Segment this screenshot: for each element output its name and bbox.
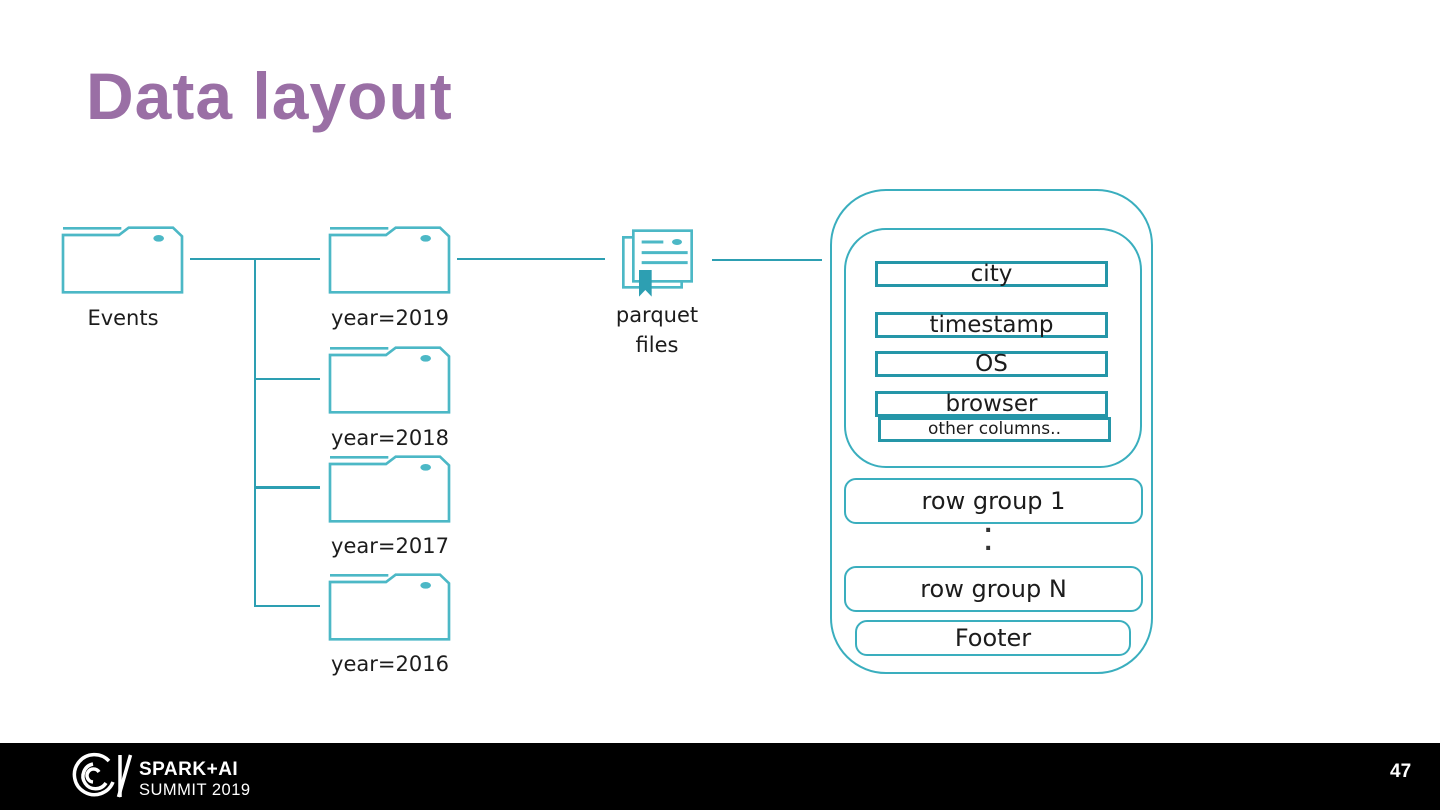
folder-label-year-2016: year=2016 xyxy=(331,652,449,676)
connector-branch-2018 xyxy=(254,378,320,380)
parquet-footer-box: Footer xyxy=(855,620,1131,656)
folder-label-year-2018: year=2018 xyxy=(331,426,449,450)
folder-icon-year-2019 xyxy=(325,221,455,296)
folder-icon-year-2016 xyxy=(325,568,455,643)
ellipsis-dot-2: . xyxy=(984,533,992,555)
folder-icon-year-2018 xyxy=(325,341,455,416)
column-box-browser: browser xyxy=(875,391,1108,417)
folder-icon-events xyxy=(58,221,188,296)
connector-trunk xyxy=(254,258,256,607)
column-box-other-columns: other columns.. xyxy=(878,417,1111,442)
folder-label-year-2019: year=2019 xyxy=(331,306,449,330)
row-group-1-box: row group 1 xyxy=(844,478,1143,524)
spark-ai-summit-logo: SPARK+AI SUMMIT 2019 xyxy=(72,752,251,799)
parquet-files-label-line2: files xyxy=(635,333,679,357)
connector-branch-2017 xyxy=(254,486,320,489)
connector-2019-to-parquet xyxy=(457,258,605,260)
parquet-files-icon xyxy=(615,228,705,298)
folder-label-year-2017: year=2017 xyxy=(331,534,449,558)
column-box-os: OS xyxy=(875,351,1108,377)
slide-title: Data layout xyxy=(86,59,453,133)
bottom-bar xyxy=(0,743,1440,810)
logo-subtitle-text: SUMMIT 2019 xyxy=(139,781,251,799)
folder-label-events: Events xyxy=(87,306,159,330)
row-group-n-box: row group N xyxy=(844,566,1143,612)
folder-icon-year-2017 xyxy=(325,450,455,525)
page-number: 47 xyxy=(1390,761,1412,782)
column-box-timestamp: timestamp xyxy=(875,312,1108,338)
parquet-files-label: parquet files xyxy=(592,300,722,360)
ellipsis-dot-1: . xyxy=(984,515,992,537)
connector-branch-2016 xyxy=(254,605,320,607)
column-box-city: city xyxy=(875,261,1108,287)
parquet-files-label-line1: parquet xyxy=(615,303,699,327)
logo-title-text: SPARK+AI xyxy=(139,759,238,780)
connector-parquet-to-file xyxy=(712,259,822,261)
